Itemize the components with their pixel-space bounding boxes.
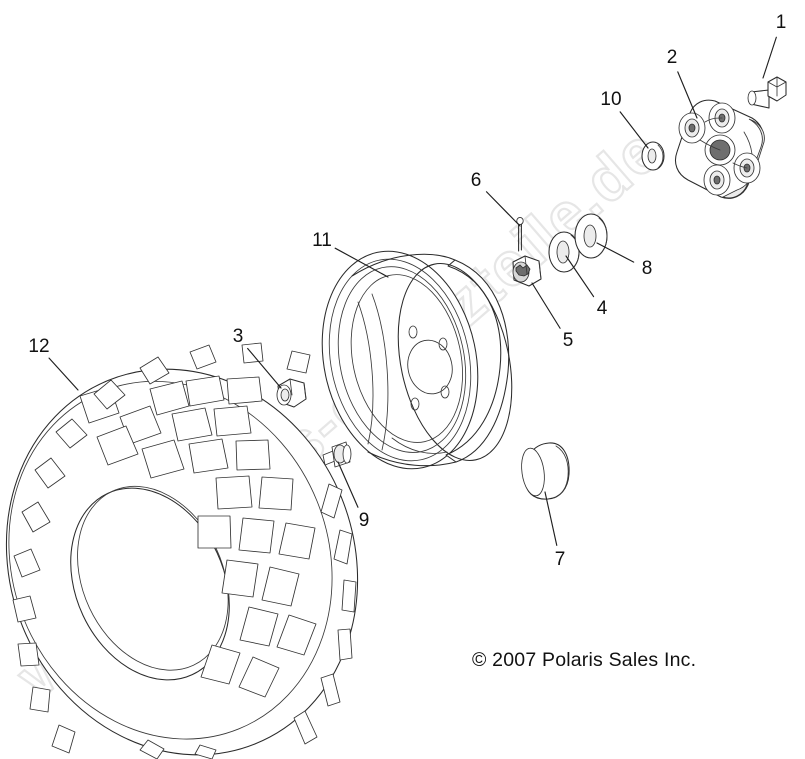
callout-number-cotter-pin[interactable]: 6: [471, 170, 482, 191]
part-washer-small: [641, 141, 665, 171]
part-washer-large: [574, 213, 608, 259]
callout-number-wheel-bolt[interactable]: 1: [776, 12, 787, 33]
callout-number-hub-cap[interactable]: 7: [555, 549, 566, 570]
leader-line-wheel-rim: [334, 247, 389, 278]
callout-number-tire[interactable]: 12: [28, 336, 49, 357]
leader-line-washer-medium: [565, 255, 595, 298]
leader-line-hub-cap: [544, 491, 558, 546]
callout-number-castle-nut[interactable]: 5: [563, 330, 574, 351]
tire-tread-blocks: [79, 375, 317, 698]
copyright-notice: © 2007 Polaris Sales Inc.: [472, 649, 696, 671]
leader-line-valve-stem: [337, 461, 359, 508]
leader-line-castle-nut: [531, 282, 561, 329]
leader-line-lug-nut: [247, 347, 282, 389]
callout-number-lug-nut[interactable]: 3: [233, 326, 244, 347]
part-lug-nut: [276, 378, 307, 408]
tire-shoulder-lugs: [12, 342, 357, 759]
part-valve-stem: [322, 441, 352, 468]
part-tire: [5, 342, 359, 759]
callout-number-wheel-rim[interactable]: 11: [312, 230, 332, 251]
part-hub-cap: [521, 442, 570, 500]
part-wheel-bolt: [747, 76, 787, 109]
part-wheel-rim: [321, 250, 513, 470]
leader-line-wheel-bolt: [762, 36, 777, 79]
callout-number-washer-medium[interactable]: 4: [597, 298, 608, 319]
leader-line-washer-large: [596, 242, 635, 263]
callout-number-valve-stem[interactable]: 9: [359, 510, 370, 531]
leader-line-tire: [48, 357, 79, 391]
leader-line-cotter-pin: [485, 191, 521, 227]
part-castle-nut: [512, 255, 542, 287]
callout-number-washer-large[interactable]: 8: [642, 258, 653, 279]
leader-line-wheel-hub: [677, 71, 698, 119]
part-cotter-pin: [516, 216, 524, 252]
callout-number-wheel-hub[interactable]: 2: [667, 47, 678, 68]
leader-lines: [48, 36, 777, 546]
callout-number-washer-small[interactable]: 10: [600, 89, 621, 110]
leader-line-washer-small: [619, 111, 649, 149]
part-wheel-hub: [674, 99, 765, 199]
